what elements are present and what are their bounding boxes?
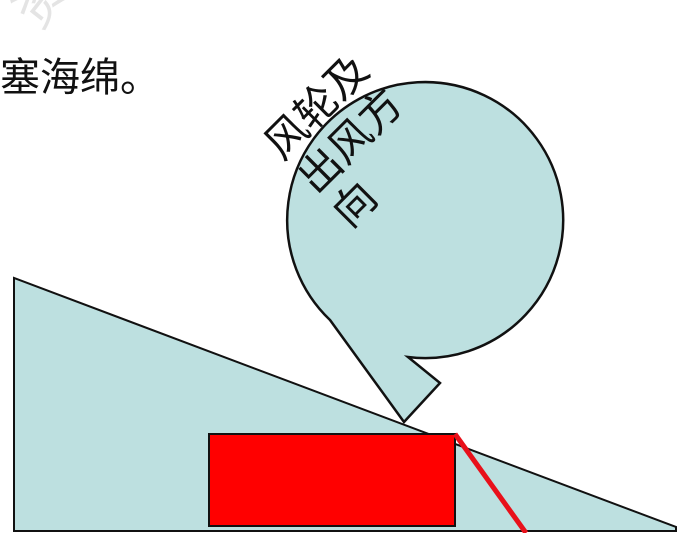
red-block <box>208 433 456 527</box>
fan-callout-bubble <box>286 80 565 424</box>
airflow-line <box>452 432 529 535</box>
caption-text: 塞海绵。 <box>0 55 160 101</box>
